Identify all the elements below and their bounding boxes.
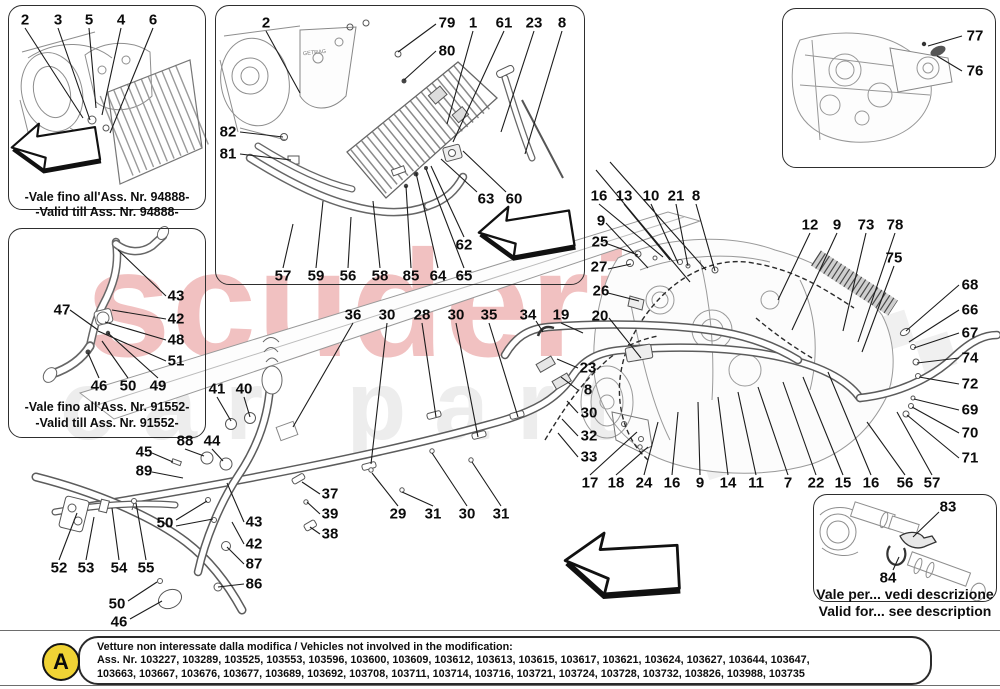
- inset-box-cooler-detail: [215, 5, 585, 285]
- callout-39: 39: [321, 505, 339, 523]
- callout-11: 11: [748, 474, 764, 492]
- caption-91552-it: -Vale fino all'Ass. Nr. 91552-: [24, 400, 190, 414]
- callout-38: 38: [321, 525, 339, 543]
- callout-12: 12: [801, 216, 819, 234]
- callout-46: 46: [110, 613, 128, 631]
- callout-89: 89: [135, 462, 153, 480]
- caption-94888-it: -Vale fino all'Ass. Nr. 94888-: [24, 190, 190, 204]
- callout-8: 8: [691, 187, 701, 205]
- inset-box-gearbox-mount: [782, 8, 996, 168]
- callout-56: 56: [896, 474, 914, 492]
- callout-14: 14: [719, 474, 737, 492]
- callout-74: 74: [961, 349, 979, 367]
- callout-29: 29: [389, 505, 407, 523]
- callout-70: 70: [961, 424, 979, 442]
- callout-15: 15: [834, 474, 852, 492]
- callout-57: 57: [923, 474, 941, 492]
- callout-87: 87: [245, 555, 263, 573]
- caption-94888-en: -Valid till Ass. Nr. 94888-: [35, 205, 179, 219]
- callout-9: 9: [695, 474, 705, 492]
- note-banner: Vetture non interessate dalla modifica /…: [78, 636, 932, 685]
- callout-13: 13: [615, 187, 633, 205]
- note-line-1: Vetture non interessate dalla modifica /…: [97, 641, 513, 653]
- callout-50: 50: [156, 514, 174, 532]
- callout-22: 22: [807, 474, 825, 492]
- callout-43: 43: [245, 513, 263, 531]
- callout-54: 54: [110, 559, 128, 577]
- callout-9: 9: [832, 216, 842, 234]
- callout-72: 72: [961, 375, 979, 393]
- callout-10: 10: [642, 187, 660, 205]
- callout-69: 69: [961, 401, 979, 419]
- callout-16: 16: [663, 474, 681, 492]
- callout-30: 30: [458, 505, 476, 523]
- inset-box-valid-till-94888: [8, 5, 206, 210]
- callout-55: 55: [137, 559, 155, 577]
- callout-21: 21: [667, 187, 685, 205]
- footer-rule-bottom: [0, 685, 1000, 686]
- callout-24: 24: [635, 474, 653, 492]
- callout-66: 66: [961, 301, 979, 319]
- note-line-2: Ass. Nr. 103227, 103289, 103525, 103553,…: [97, 654, 810, 667]
- callout-37: 37: [321, 485, 339, 503]
- callout-53: 53: [77, 559, 95, 577]
- callout-86: 86: [245, 575, 263, 593]
- callout-52: 52: [50, 559, 68, 577]
- callout-75: 75: [885, 249, 903, 267]
- callout-73: 73: [857, 216, 875, 234]
- caption-91552-en: -Valid till Ass. Nr. 91552-: [35, 416, 179, 430]
- callout-71: 71: [961, 449, 979, 467]
- note-badge-a: A: [42, 643, 80, 681]
- caption-see-desc-it: Vale per... vedi descrizione: [816, 586, 994, 602]
- note-text: Vetture non interessate dalla modifica /…: [97, 641, 810, 681]
- callout-16: 16: [862, 474, 880, 492]
- caption-see-desc-en: Valid for... see description: [818, 603, 992, 619]
- callout-7: 7: [783, 474, 793, 492]
- footer-rule-top: [0, 630, 1000, 631]
- callout-31: 31: [492, 505, 510, 523]
- callout-42: 42: [245, 535, 263, 553]
- note-line-3: 103663, 103667, 103676, 103677, 103689, …: [97, 667, 805, 680]
- callout-16: 16: [590, 187, 608, 205]
- callout-31: 31: [424, 505, 442, 523]
- callout-50: 50: [108, 595, 126, 613]
- callout-67: 67: [961, 324, 979, 342]
- callout-17: 17: [581, 474, 599, 492]
- callout-68: 68: [961, 276, 979, 294]
- direction-arrow-main: [562, 529, 686, 604]
- callout-78: 78: [886, 216, 904, 234]
- callout-18: 18: [607, 474, 625, 492]
